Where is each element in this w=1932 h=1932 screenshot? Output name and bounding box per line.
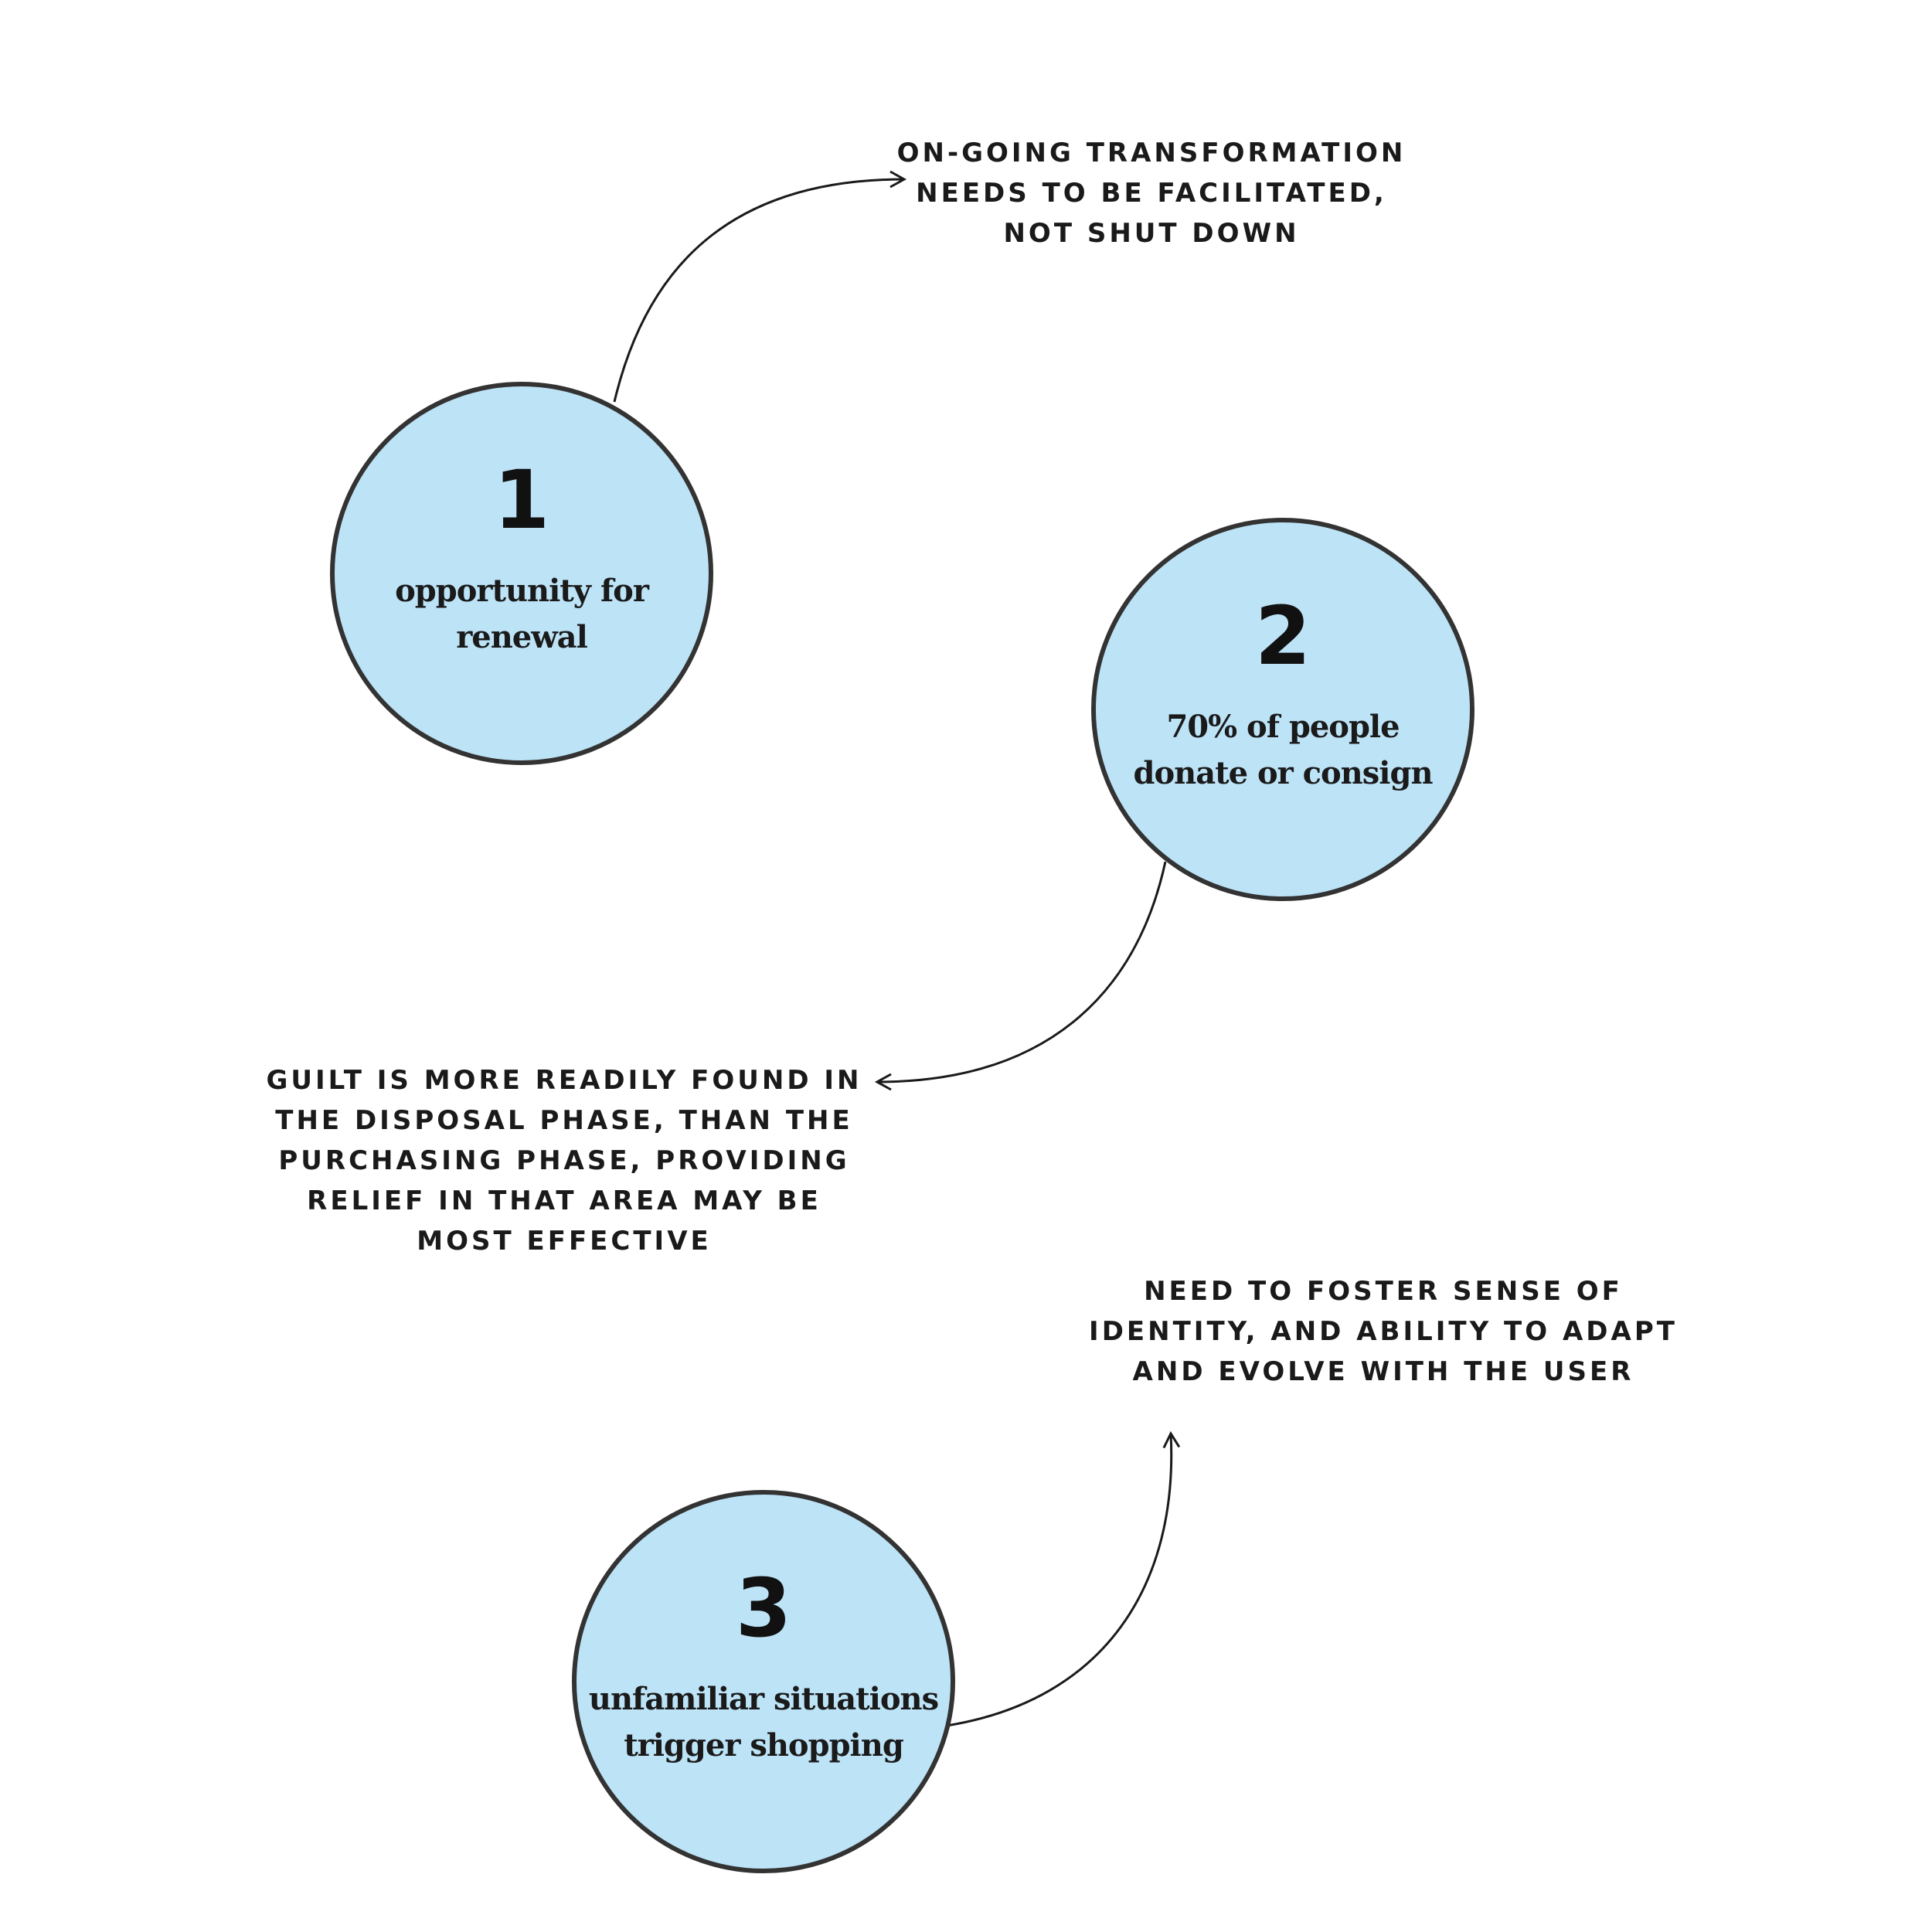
circle-node-1: 1 opportunity for renewal bbox=[330, 382, 713, 765]
node-number: 3 bbox=[735, 1561, 792, 1655]
insight-note-1: ON-GOING TRANSFORMATION NEEDS TO BE FACI… bbox=[896, 138, 1406, 249]
node-label: unfamiliar situations trigger shopping bbox=[588, 1681, 939, 1764]
connector-arrow-1 bbox=[613, 170, 907, 403]
node-label: 70% of people donate or consign bbox=[1133, 709, 1433, 791]
connector-arrow-3 bbox=[946, 1430, 1181, 1727]
connector-arrow-2 bbox=[874, 861, 1167, 1091]
insight-note-2: GUILT IS MORE READILY FOUND IN THE DISPO… bbox=[266, 1065, 862, 1257]
node-number: 1 bbox=[493, 453, 550, 547]
node-number: 2 bbox=[1254, 589, 1311, 683]
circle-node-2: 2 70% of people donate or consign bbox=[1091, 518, 1475, 901]
circle-node-3: 3 unfamiliar situations trigger shopping bbox=[572, 1490, 955, 1873]
insight-note-3: NEED TO FOSTER SENSE OF IDENTITY, AND AB… bbox=[1089, 1276, 1678, 1387]
node-label: opportunity for renewal bbox=[395, 573, 649, 655]
